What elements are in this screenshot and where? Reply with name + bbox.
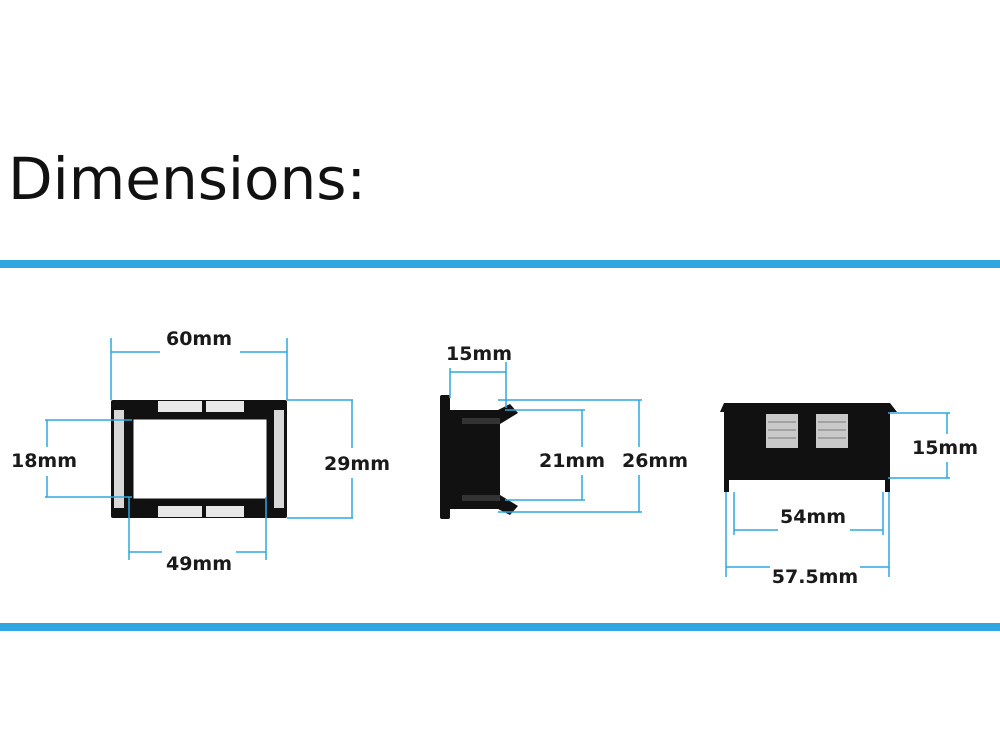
- front-dimension-lines: [45, 338, 353, 560]
- side-body: [448, 410, 500, 509]
- front-clip-top-right: [206, 401, 244, 412]
- top-dimension-lines: [725, 412, 950, 577]
- page-title: Dimensions:: [8, 145, 367, 213]
- side-clip-top: [498, 404, 518, 424]
- side-bezel: [440, 395, 450, 519]
- side-clip-bottom: [498, 495, 518, 515]
- bottom-divider: [0, 623, 1000, 631]
- front-clip-bottom-right: [206, 506, 244, 517]
- top-height-label: 15mm: [912, 437, 978, 459]
- front-side-strip-right: [274, 410, 284, 508]
- top-terminal-lines: [768, 421, 846, 439]
- side-notch-bottom: [462, 495, 500, 501]
- side-outer-label: 26mm: [622, 450, 688, 472]
- top-terminal-right: [816, 414, 848, 448]
- side-view: 15mm 21mm 26mm: [440, 343, 688, 519]
- top-outer-width-label: 57.5mm: [772, 566, 858, 588]
- front-view: 60mm 29mm 18mm 49mm: [11, 328, 390, 575]
- top-body: [728, 410, 886, 480]
- top-flange: [720, 403, 897, 412]
- front-clip-bottom-left: [158, 506, 202, 517]
- top-view: 15mm 54mm 57.5mm: [720, 403, 978, 588]
- front-width-label: 60mm: [166, 328, 232, 350]
- side-notch-top: [462, 418, 500, 424]
- front-inner-height-label: 18mm: [11, 450, 77, 472]
- top-divider: [0, 260, 1000, 268]
- side-inner-label: 21mm: [539, 450, 605, 472]
- top-terminal-left: [766, 414, 798, 448]
- top-rib-left: [724, 410, 729, 492]
- front-inner-width-label: 49mm: [166, 553, 232, 575]
- front-display-window: [130, 416, 270, 502]
- top-rib-right: [885, 410, 890, 492]
- side-depth-label: 15mm: [446, 343, 512, 365]
- side-dimension-lines: [449, 362, 642, 513]
- front-height-label: 29mm: [324, 453, 390, 475]
- front-clip-top-left: [158, 401, 202, 412]
- top-inner-width-label: 54mm: [780, 506, 846, 528]
- front-side-strip-left: [114, 410, 124, 508]
